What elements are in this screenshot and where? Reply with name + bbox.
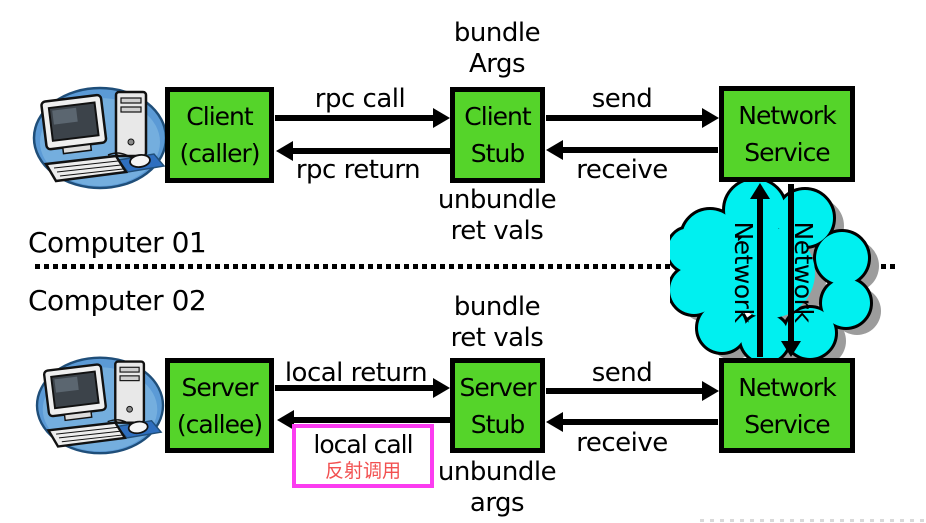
unbundle-args-note: unbundle args — [417, 457, 577, 519]
bottom-dotted-line — [700, 519, 926, 522]
network-service-top-line1: Network — [738, 101, 836, 130]
receive-arrow-top — [546, 140, 718, 160]
computer-01-label: Computer 01 — [28, 226, 207, 259]
network-service-top-line2: Service — [744, 138, 830, 167]
local-call-callout: local call 反射调用 — [292, 424, 434, 488]
rpc-call-arrow — [275, 108, 450, 128]
server-box-line1: Server — [181, 372, 259, 402]
local-return-arrow — [275, 378, 450, 398]
client-stub-box-line2: Stub — [470, 139, 525, 168]
receive-label-top: receive — [576, 155, 668, 185]
unbundle-retvals-note-line1: unbundle — [437, 185, 557, 215]
unbundle-args-note-line1: unbundle — [437, 457, 557, 487]
computer-02-label: Computer 02 — [28, 284, 207, 317]
server-stub-box-line1: Server — [459, 372, 537, 402]
send-label-top: send — [591, 84, 653, 114]
server-stub-box-line2: Stub — [470, 409, 525, 439]
rpc-return-arrow — [276, 141, 450, 161]
desktop-computer-icon — [32, 86, 168, 190]
local-call-annotation: 反射调用 — [324, 459, 401, 482]
client-stub-box-line1: Client — [464, 102, 531, 131]
bundle-retvals-note-line1: bundle — [453, 292, 541, 322]
cloud-network-label-left: Network — [729, 221, 758, 323]
receive-label-bottom: receive — [576, 428, 668, 458]
unbundle-args-note-line2: args — [469, 488, 525, 518]
rpc-call-label: rpc call — [314, 84, 406, 114]
send-arrow-bottom — [546, 381, 719, 401]
network-service-box-top: Network Service — [719, 86, 855, 182]
server-box-line2: (callee) — [176, 409, 263, 439]
network-service-box-bottom: Network Service — [719, 358, 855, 453]
send-label-bottom: send — [591, 358, 653, 388]
bundle-args-note-line2: Args — [468, 49, 526, 79]
bundle-retvals-note-line2: ret vals — [450, 323, 544, 353]
server-stub-box: Server Stub — [450, 358, 545, 453]
local-call-label: local call — [313, 429, 413, 459]
send-arrow-top — [546, 108, 719, 128]
network-service-bottom-line1: Network — [738, 372, 836, 402]
local-call-arrow — [277, 410, 450, 430]
network-down-arrow — [781, 184, 801, 357]
bundle-args-note-line1: bundle — [453, 18, 541, 48]
bundle-args-note: bundle Args — [417, 18, 577, 80]
rpc-return-label: rpc return — [295, 155, 421, 185]
network-service-bottom-line2: Service — [744, 409, 830, 439]
unbundle-retvals-note: unbundle ret vals — [417, 185, 577, 247]
client-box: Client (caller) — [165, 87, 274, 183]
server-box: Server (callee) — [165, 358, 274, 453]
receive-arrow-bottom — [546, 412, 718, 432]
computer-boundary-dotted-line — [35, 264, 897, 269]
cloud-network-label-right: Network — [789, 221, 818, 323]
client-stub-box: Client Stub — [450, 87, 545, 183]
unbundle-retvals-note-line2: ret vals — [450, 216, 544, 246]
desktop-computer-icon — [35, 356, 165, 455]
client-box-line1: Client — [186, 102, 253, 131]
network-cloud-icon — [670, 178, 881, 368]
network-up-arrow — [750, 183, 770, 357]
client-box-line2: (caller) — [179, 139, 260, 168]
bundle-retvals-note: bundle ret vals — [417, 292, 577, 354]
local-return-label: local return — [284, 358, 428, 388]
